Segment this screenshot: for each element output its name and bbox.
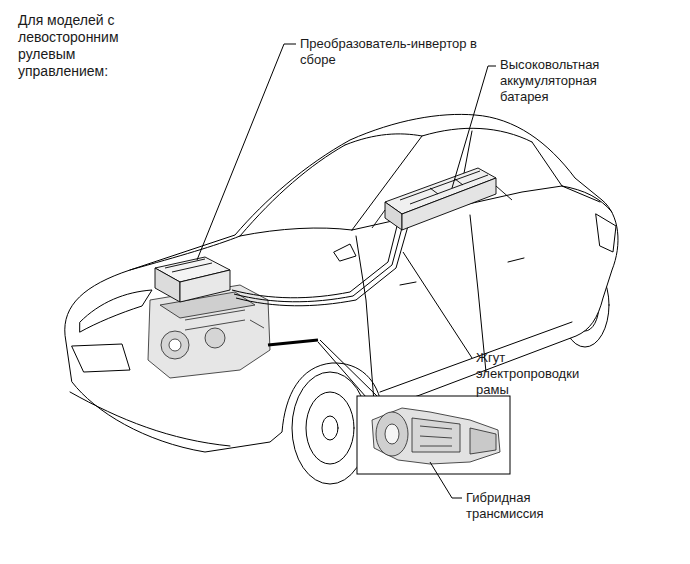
transmission bbox=[372, 408, 500, 464]
roof-line bbox=[345, 128, 532, 145]
leader-line bbox=[403, 252, 472, 358]
cowl-line bbox=[240, 228, 352, 236]
leader-line bbox=[452, 66, 496, 188]
front-rim bbox=[306, 392, 354, 464]
engine bbox=[148, 285, 270, 378]
part-label: Жгут электропроводки рамы bbox=[476, 350, 590, 398]
part-label: Гибридная трансмиссия bbox=[466, 490, 562, 522]
bumper-line bbox=[70, 392, 230, 446]
inset-frame bbox=[357, 396, 510, 474]
harness bbox=[232, 222, 408, 345]
door-handle bbox=[400, 282, 416, 285]
inset-leader bbox=[320, 340, 378, 397]
headlight bbox=[80, 290, 152, 332]
windshield-edge bbox=[240, 145, 345, 236]
door-line bbox=[470, 215, 486, 372]
leader-line bbox=[430, 462, 462, 498]
door-line bbox=[356, 236, 374, 402]
leader-line bbox=[197, 44, 296, 260]
part-label: Высоковольтная аккумуляторная батарея bbox=[500, 57, 620, 105]
part-label: Преобразователь-инвертор в сборе bbox=[300, 36, 492, 68]
mirror bbox=[334, 244, 356, 261]
rear-lamp bbox=[596, 214, 616, 252]
battery bbox=[372, 168, 512, 230]
inset-leader bbox=[318, 342, 366, 397]
grille bbox=[72, 344, 130, 372]
inverter bbox=[155, 257, 230, 302]
door-handle bbox=[508, 258, 524, 262]
trunk-line bbox=[562, 186, 612, 212]
front-hub bbox=[322, 416, 338, 440]
c-pillar bbox=[532, 142, 600, 202]
note-title: Для моделей с левосторонним рулевым упра… bbox=[18, 12, 153, 80]
